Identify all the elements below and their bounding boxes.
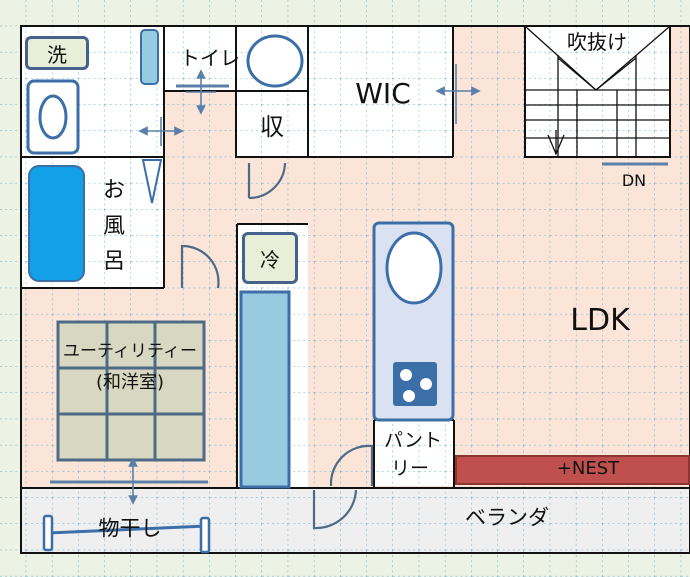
wic-label: WIC	[355, 77, 411, 110]
bath-label-1: お	[102, 178, 126, 203]
dn-label: DN	[621, 171, 647, 190]
storage-label: 収	[260, 113, 284, 141]
burner-icon	[400, 369, 412, 381]
nest-bar	[455, 455, 690, 485]
fridge-label: 冷	[260, 247, 280, 272]
sliding-arrows	[128, 64, 481, 505]
utility-label-1: ユーティリティー	[63, 341, 197, 362]
wash-mirror-icon	[140, 29, 159, 85]
fukinuke-label: 吹抜け	[567, 30, 627, 54]
wash-label: 洗	[47, 42, 67, 67]
tatami-room	[56, 320, 206, 462]
burner-icon	[403, 390, 415, 402]
doors	[180, 162, 374, 530]
veranda-label: ベランダ	[465, 505, 549, 530]
counter-cabinet-icon	[239, 290, 291, 489]
wash-label-box: 洗	[25, 36, 89, 70]
sink-icon	[385, 231, 443, 305]
pantry-label-1: パント	[384, 429, 442, 452]
wash-bowl-icon	[38, 94, 68, 140]
drying-pole	[42, 514, 211, 554]
bathtub-icon	[28, 165, 85, 282]
staircase	[525, 26, 670, 156]
bath-label-3: 呂	[102, 249, 126, 274]
burner-icon	[420, 378, 432, 390]
toilet-label: トイレ	[180, 46, 240, 70]
toilet-icon	[246, 34, 304, 88]
utility-label-2: (和洋室)	[95, 372, 165, 393]
ldk-label: LDK	[570, 303, 630, 338]
pantry-label-2: リー	[390, 457, 430, 480]
fridge-label-box: 冷	[242, 232, 298, 284]
drying-label: 物干し	[98, 516, 162, 541]
bath-shower-icon	[141, 159, 163, 204]
bath-label-2: 風	[102, 214, 126, 239]
nest-label: +NEST	[556, 458, 620, 479]
